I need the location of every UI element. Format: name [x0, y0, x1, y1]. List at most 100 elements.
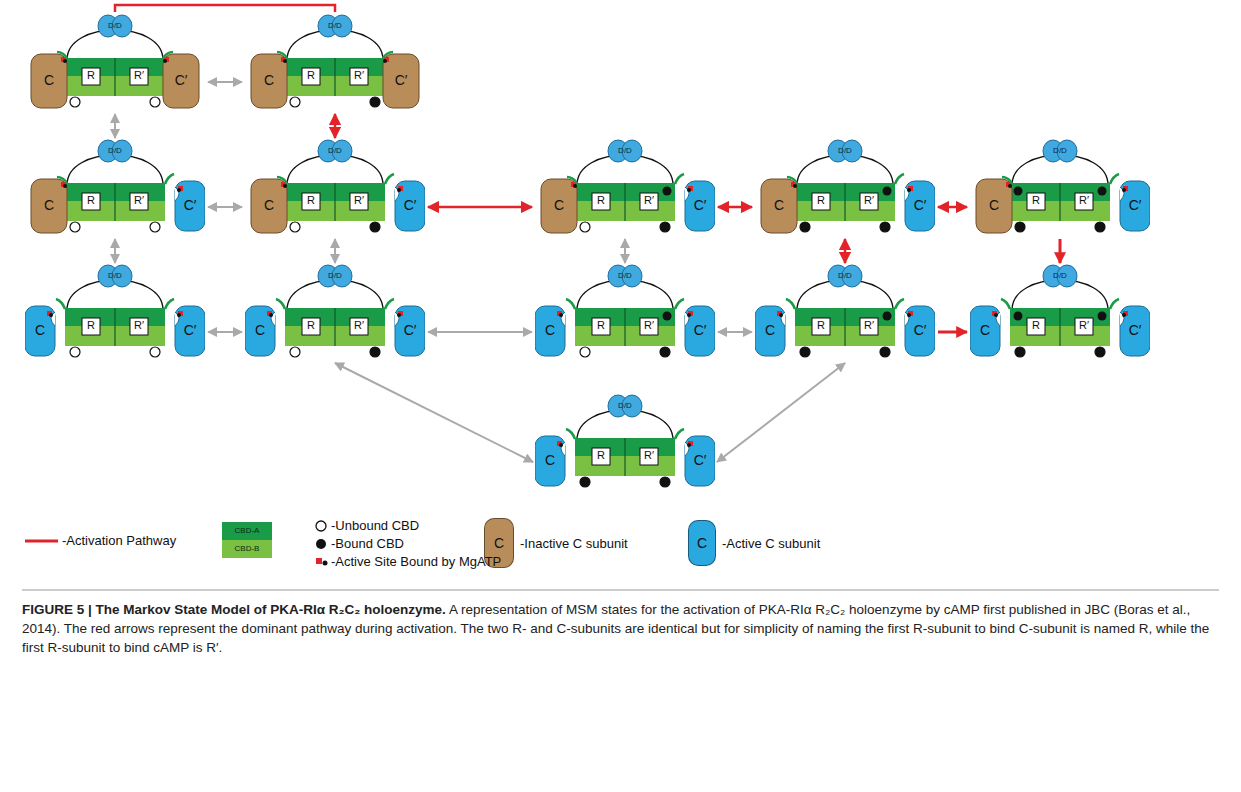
- figure-title: FIGURE 5 | The Markov State Model of PKA…: [22, 602, 446, 617]
- legend-mgatp-dot: [323, 561, 328, 566]
- transition-arrow: [428, 331, 532, 333]
- c-subunit-label: C′: [175, 322, 205, 338]
- dimer-label: D/D: [315, 146, 355, 156]
- r-subunit-label: R′: [130, 194, 148, 207]
- holoenzyme-state: D/DCRR′C′: [245, 262, 425, 362]
- r-subunit-label: R′: [860, 194, 878, 207]
- transition-arrow: [718, 331, 752, 333]
- r-subunit-label: R: [592, 449, 610, 462]
- legend-bound-circle: [316, 539, 326, 549]
- c-subunit-label: C′: [175, 197, 205, 213]
- r-subunit-label: R′: [350, 194, 368, 207]
- c-subunit-label: C′: [905, 322, 935, 338]
- holoenzyme-state: D/D C R R′ C′: [535, 137, 715, 237]
- c-subunit-label: C′: [905, 197, 935, 213]
- c-subunit-label: C′: [685, 197, 715, 213]
- c-subunit-label: C: [541, 197, 577, 213]
- c-subunit-label: C′: [395, 197, 425, 213]
- holoenzyme-state: D/D C R R′ C′: [245, 137, 425, 237]
- r-subunit-label: R′: [640, 449, 658, 462]
- dimer-label: D/D: [605, 271, 645, 281]
- transition-arrow: [114, 239, 116, 263]
- holoenzyme-state: D/D C R R′ C′: [970, 262, 1150, 362]
- transition-arrow: [208, 331, 242, 333]
- holoenzyme-state: D/D C R R′ C′: [970, 137, 1150, 237]
- caption-block: FIGURE 5 | The Markov State Model of PKA…: [22, 600, 1219, 657]
- holoenzyme-state: D/DCRR′C′: [245, 12, 425, 112]
- c-subunit-label: C: [251, 72, 287, 88]
- activation-arrow: [938, 331, 967, 334]
- transition-arrow: [114, 114, 116, 138]
- c-subunit-label: C: [535, 322, 565, 338]
- c-subunit-label: C: [251, 197, 287, 213]
- holoenzyme-state: D/D C R R′ C′: [755, 137, 935, 237]
- dimer-label: D/D: [315, 21, 355, 31]
- r-subunit-label: R: [1027, 194, 1045, 207]
- transition-arrow: [208, 206, 242, 208]
- dimer-label: D/D: [315, 271, 355, 281]
- r-subunit-label: R: [302, 194, 320, 207]
- legend-sample-letter: C: [484, 534, 514, 552]
- dimer-label: D/D: [95, 21, 135, 31]
- c-subunit-label: C: [31, 72, 67, 88]
- r-subunit-label: R: [82, 319, 100, 332]
- legend-text: CBD-B: [222, 541, 272, 557]
- r-subunit-label: R: [1027, 319, 1045, 332]
- legend-mgatp-mark: [316, 558, 322, 564]
- activation-arrow: [718, 206, 752, 209]
- c-subunit-label: C: [976, 197, 1012, 213]
- legend-text: -Unbound CBD: [331, 518, 419, 534]
- legend-text: -Inactive C subunit: [520, 536, 628, 552]
- c-subunit-label: C: [31, 197, 67, 213]
- dimer-label: D/D: [1040, 146, 1080, 156]
- c-subunit-label: C: [755, 322, 785, 338]
- c-subunit-label: C′: [1120, 322, 1150, 338]
- holoenzyme-state: D/DCRR′C′: [755, 262, 935, 362]
- dimer-label: D/D: [605, 146, 645, 156]
- r-subunit-label: R′: [640, 194, 658, 207]
- dimer-label: D/D: [825, 146, 865, 156]
- r-subunit-label: R′: [130, 319, 148, 332]
- c-subunit-label: C: [761, 197, 797, 213]
- r-subunit-label: R: [302, 69, 320, 82]
- dimer-label: D/D: [95, 271, 135, 281]
- dimer-label: D/D: [1040, 271, 1080, 281]
- c-subunit-label: C: [25, 322, 55, 338]
- r-subunit-label: R′: [1075, 319, 1093, 332]
- r-subunit-label: R′: [1075, 194, 1093, 207]
- c-subunit-label: C′: [395, 322, 425, 338]
- r-subunit-label: R′: [860, 319, 878, 332]
- r-subunit-label: R′: [130, 69, 148, 82]
- c-subunit-label: C′: [685, 452, 715, 468]
- activation-arrow: [844, 239, 847, 263]
- holoenzyme-state: D/D C R R′ C′: [25, 262, 205, 362]
- c-subunit-label: C′: [1120, 197, 1150, 213]
- transition-arrow: [335, 363, 533, 462]
- transition-arrow: [334, 239, 336, 263]
- r-subunit-label: R′: [640, 319, 658, 332]
- activation-arrow: [428, 206, 532, 209]
- activation-arrow: [334, 114, 337, 138]
- activation-arrow: [938, 206, 967, 209]
- activation-arrow: [115, 5, 335, 12]
- dimer-label: D/D: [825, 271, 865, 281]
- dimer-label: D/D: [605, 401, 645, 411]
- transition-arrow: [208, 81, 242, 83]
- r-subunit-label: R′: [350, 69, 368, 82]
- legend-text: -Activation Pathway: [62, 533, 176, 549]
- holoenzyme-state: D/DCRR′C′: [25, 12, 205, 112]
- c-subunit-label: C′: [163, 72, 199, 88]
- r-subunit-label: R: [302, 319, 320, 332]
- activation-arrow: [1059, 239, 1062, 263]
- c-subunit-label: C: [535, 452, 565, 468]
- r-subunit-label: R′: [350, 319, 368, 332]
- c-subunit-label: C: [970, 322, 1000, 338]
- legend-unbound-circle: [316, 521, 326, 531]
- legend-red-line: [25, 540, 58, 543]
- r-subunit-label: R: [812, 194, 830, 207]
- holoenzyme-state: D/DCRR′C′: [535, 262, 715, 362]
- r-subunit-label: R: [82, 194, 100, 207]
- legend-text: -Bound CBD: [331, 536, 404, 552]
- r-subunit-label: R: [592, 194, 610, 207]
- legend-text: CBD-A: [222, 523, 272, 539]
